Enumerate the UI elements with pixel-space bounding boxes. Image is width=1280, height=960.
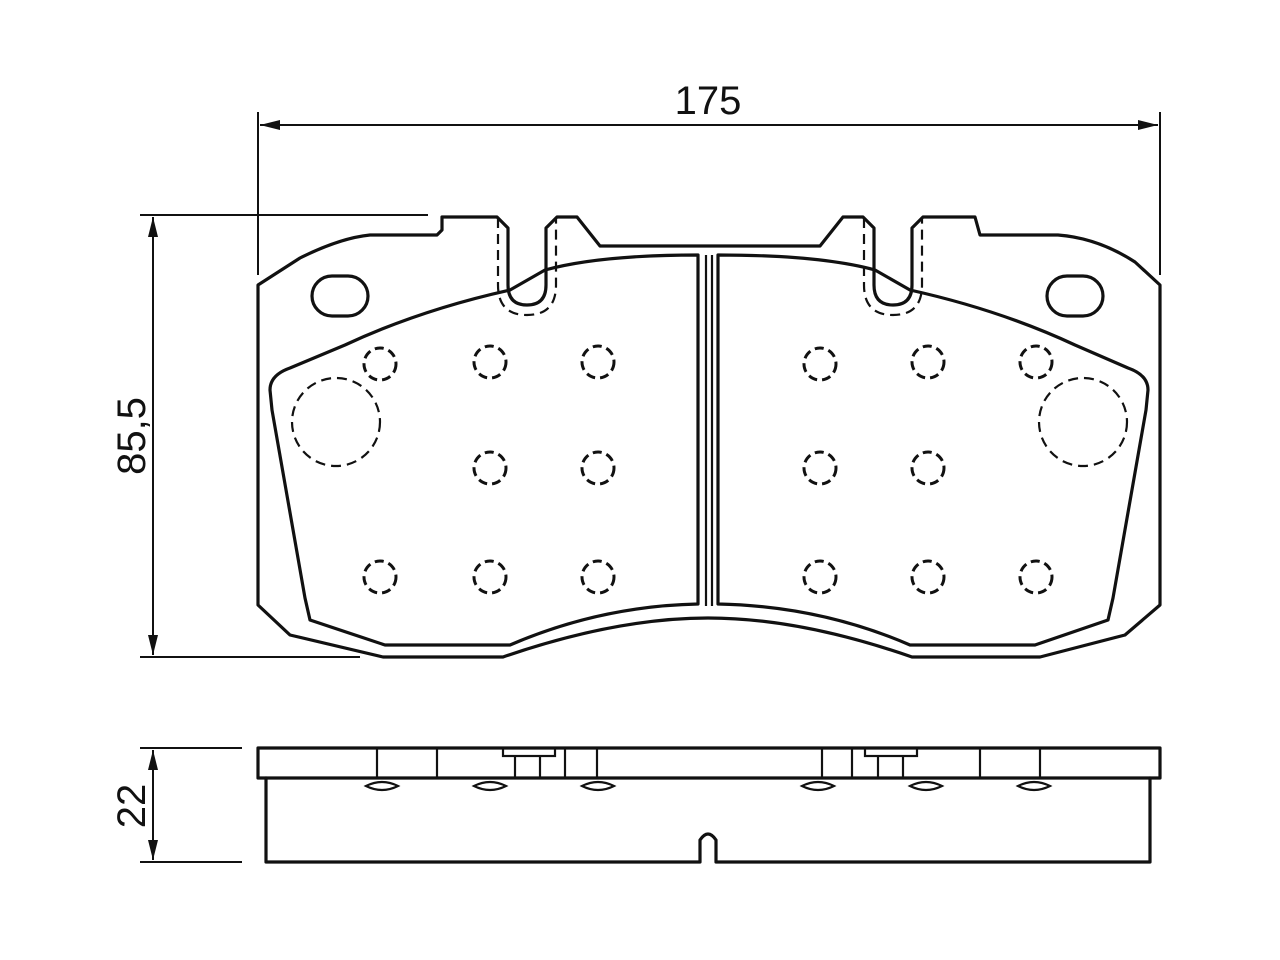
thickness-dimension-label: 22 (110, 784, 154, 829)
thickness-dimension: 22 (110, 747, 242, 863)
side-friction-block (264, 776, 1152, 864)
side-rivets (363, 780, 1053, 792)
slot-dashed-outlines (496, 218, 924, 317)
height-dimension: 85,5 (110, 214, 428, 658)
backing-plate (256, 215, 1162, 659)
dashed-circles (290, 376, 1129, 468)
left-dashed-circle (290, 376, 382, 468)
side-view (256, 746, 1162, 864)
rivet-holes (362, 344, 1054, 595)
friction-material (268, 253, 1150, 647)
width-dimension-label: 175 (675, 79, 742, 123)
right-oval-hole (1045, 274, 1105, 318)
side-backing-plate (256, 746, 1162, 780)
left-oval-hole (310, 274, 370, 318)
right-dashed-circle (1037, 376, 1129, 468)
width-dimension: 175 (257, 79, 1161, 275)
height-dimension-label: 85,5 (110, 397, 154, 475)
mounting-holes (310, 274, 1105, 318)
